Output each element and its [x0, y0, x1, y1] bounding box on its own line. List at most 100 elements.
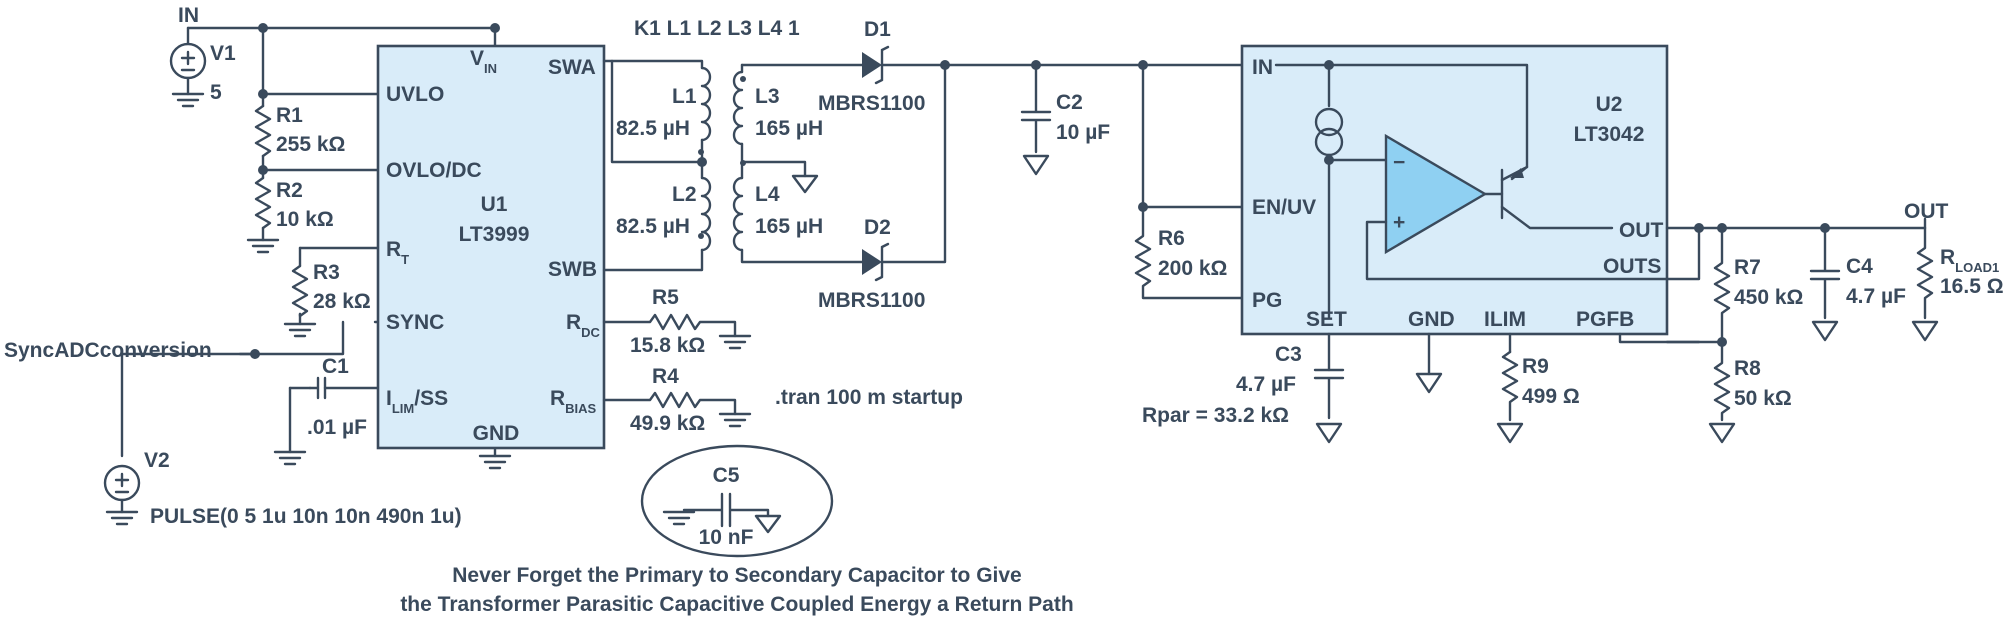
current-source-icon: [1314, 107, 1344, 137]
r7-ref: R7: [1734, 256, 1761, 279]
c4-value: 4.7 µF: [1846, 285, 1906, 308]
ground-arrow: [1911, 320, 1939, 342]
spice-directive: .tran 100 m startup: [775, 386, 963, 409]
u2-part: LT3042: [1574, 123, 1645, 146]
u1-pin-sync: SYNC: [386, 311, 444, 334]
u2-pin-set: SET: [1306, 308, 1347, 331]
transformer-primary: L1 82.5 µH L2 82.5 µH: [602, 59, 712, 272]
c1-value: .01 µF: [307, 416, 367, 439]
u1-part: LT3999: [459, 223, 530, 246]
r5-value: 15.8 kΩ: [630, 334, 705, 357]
u1-pin-ilim: ILIM/SS: [386, 387, 448, 416]
amp-minus: −: [1393, 151, 1405, 174]
c3-value: 4.7 µF: [1236, 373, 1296, 396]
c4-ref: C4: [1846, 255, 1873, 278]
ground-arrow: [1415, 372, 1443, 394]
r5-ref: R5: [652, 286, 679, 309]
note-line-2: the Transformer Parasitic Capacitive Cou…: [400, 593, 1073, 616]
d1-part: MBRS1100: [818, 92, 925, 115]
l2-value: 82.5 µH: [616, 215, 690, 238]
v1-value: 5: [210, 81, 222, 104]
coupling-directive: K1 L1 L2 L3 L4 1: [634, 17, 800, 40]
r9-resistor: R9 499 Ω: [1501, 350, 1580, 422]
c2-value: 10 µF: [1056, 121, 1110, 144]
u2-pin-in: IN: [1252, 56, 1273, 79]
u2-pin-outs: OUTS: [1603, 255, 1661, 278]
d2-diode: D2 MBRS1100: [818, 63, 947, 312]
v2-ref: V2: [144, 449, 170, 472]
r8-value: 50 kΩ: [1734, 387, 1792, 410]
c5-ref: C5: [713, 464, 740, 487]
c3-capacitor: C3 4.7 µF Rpar = 33.2 kΩ: [1142, 343, 1345, 427]
u2-pin-ilim: ILIM: [1484, 308, 1526, 331]
r3-value: 28 kΩ: [313, 290, 371, 313]
r3-ref: R3: [313, 261, 340, 284]
r2-value: 10 kΩ: [276, 208, 334, 231]
l1-ref: L1: [672, 85, 697, 108]
r4-resistor: R4 49.9 kΩ: [602, 365, 737, 435]
u1-pin-ovlo: OVLO/DC: [386, 159, 482, 182]
r1-value: 255 kΩ: [276, 133, 345, 156]
r5-resistor: R5 15.8 kΩ: [602, 286, 737, 357]
note-line-1: Never Forget the Primary to Secondary Ca…: [452, 564, 1022, 587]
r3-resistor: [291, 264, 309, 318]
r6-resistor: R6 200 kΩ: [1134, 63, 1244, 300]
u1-pin-uvlo: UVLO: [386, 83, 444, 106]
c5-value: 10 nF: [699, 526, 754, 549]
ground-arrow: [1022, 154, 1050, 176]
wires-right: [1327, 217, 1927, 376]
u2-pin-gnd: GND: [1408, 308, 1455, 331]
c1-capacitor: C1 .01 µF: [307, 355, 367, 439]
d1-diode: D1 MBRS1100: [818, 18, 947, 115]
u1-pin-rt: RT: [386, 238, 409, 267]
v1-ref: V1: [210, 42, 236, 65]
r7-value: 450 kΩ: [1734, 286, 1803, 309]
u1-ref: U1: [481, 193, 508, 216]
u2-internals: − +: [1274, 63, 1669, 320]
ground-arrow: [1496, 422, 1524, 444]
r2-ref: R2: [276, 179, 303, 202]
u1-body: [376, 44, 606, 450]
u2-ref: U2: [1596, 93, 1623, 116]
l3-ref: L3: [755, 85, 780, 108]
sync-net: SyncADCconversion: [4, 339, 257, 362]
d2-ref: D2: [864, 216, 891, 239]
r7-resistor: R7 450 kΩ: [1713, 226, 1803, 344]
ground-arrow: [1315, 422, 1343, 444]
r9-value: 499 Ω: [1522, 385, 1580, 408]
l1-value: 82.5 µH: [616, 117, 690, 140]
r8-resistor: R8 50 kΩ: [1713, 340, 1792, 422]
ground-arrow: [1708, 422, 1736, 444]
r1-ref: R1: [276, 104, 303, 127]
ground-symbol: [105, 510, 139, 526]
r2-resistor: [254, 176, 272, 230]
c5-callout: C5 10 nF: [640, 444, 834, 558]
rload-resistor: OUT RLOAD1 16.5 Ω: [1904, 200, 2004, 320]
v2-source: V2 PULSE(0 5 1u 10n 10n 490n 1u): [103, 449, 462, 528]
v2-value: PULSE(0 5 1u 10n 10n 490n 1u): [150, 505, 462, 528]
c2-ref: C2: [1056, 91, 1083, 114]
r6-ref: R6: [1158, 227, 1185, 250]
l3-value: 165 µH: [755, 117, 823, 140]
u2-pin-pgfb: PGFB: [1576, 308, 1634, 331]
u1-ic: VIN UVLO OVLO/DC RT SYNC ILIM/SS GND SWA…: [376, 44, 606, 450]
ground-symbol: [718, 334, 752, 350]
rload-value: 16.5 Ω: [1940, 275, 2004, 298]
u2-pin-en: EN/UV: [1252, 196, 1316, 219]
c3-ref: C3: [1275, 343, 1302, 366]
u2-pin-out: OUT: [1619, 219, 1664, 242]
ground-symbol: [283, 322, 317, 338]
error-amplifier: [1384, 133, 1488, 255]
u2-pin-pg: PG: [1252, 289, 1282, 312]
d2-part: MBRS1100: [818, 289, 925, 312]
ground-symbol: [273, 450, 307, 466]
junction-dots: [250, 23, 1830, 359]
c3-note: Rpar = 33.2 kΩ: [1142, 404, 1289, 427]
c2-capacitor: C2 10 µF: [1020, 63, 1110, 154]
l4-value: 165 µH: [755, 215, 823, 238]
r8-ref: R8: [1734, 357, 1761, 380]
d1-ref: D1: [864, 18, 891, 41]
ground-symbol: [718, 412, 752, 428]
ground-arrow: [791, 174, 819, 194]
